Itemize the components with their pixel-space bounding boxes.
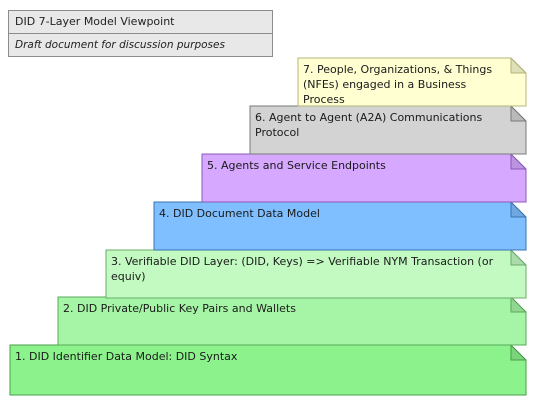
layer-6[interactable]: 7. People, Organizations, & Things (NFEs… <box>298 58 526 106</box>
viewpoint-subtitle: Draft document for discussion purposes <box>8 33 273 57</box>
layer-1[interactable]: 2. DID Private/Public Key Pairs and Wall… <box>58 297 526 345</box>
layer-label-2: 2. DID Private/Public Key Pairs and Wall… <box>63 302 296 315</box>
folded-corner-icon <box>510 345 526 361</box>
folded-corner-icon <box>510 106 526 122</box>
folded-corner-icon <box>510 250 526 266</box>
layer-label-7: 7. People, Organizations, & Things (NFEs… <box>303 63 493 106</box>
layer-5[interactable]: 6. Agent to Agent (A2A) Communications P… <box>250 106 526 154</box>
layer-3[interactable]: 4. DID Document Data Model <box>154 202 526 250</box>
folded-corner-icon <box>510 154 526 170</box>
layer-label-6: 6. Agent to Agent (A2A) Communications P… <box>255 111 483 139</box>
layer-label-5: 5. Agents and Service Endpoints <box>207 159 386 172</box>
folded-corner-icon <box>510 202 526 218</box>
folded-corner-icon <box>510 58 526 74</box>
layer-label-4: 4. DID Document Data Model <box>159 207 320 220</box>
viewpoint-title: DID 7-Layer Model Viewpoint <box>8 10 273 34</box>
layer-label-1: 1. DID Identifier Data Model: DID Syntax <box>15 350 238 363</box>
layer-box-7 <box>297 57 527 107</box>
folded-corner-icon <box>510 297 526 313</box>
layer-4[interactable]: 5. Agents and Service Endpoints <box>202 154 526 202</box>
layer-0[interactable]: 1. DID Identifier Data Model: DID Syntax <box>10 345 526 395</box>
layer-label-3: 3. Verifiable DID Layer: (DID, Keys) => … <box>111 255 494 283</box>
layer-2[interactable]: 3. Verifiable DID Layer: (DID, Keys) => … <box>106 250 526 298</box>
